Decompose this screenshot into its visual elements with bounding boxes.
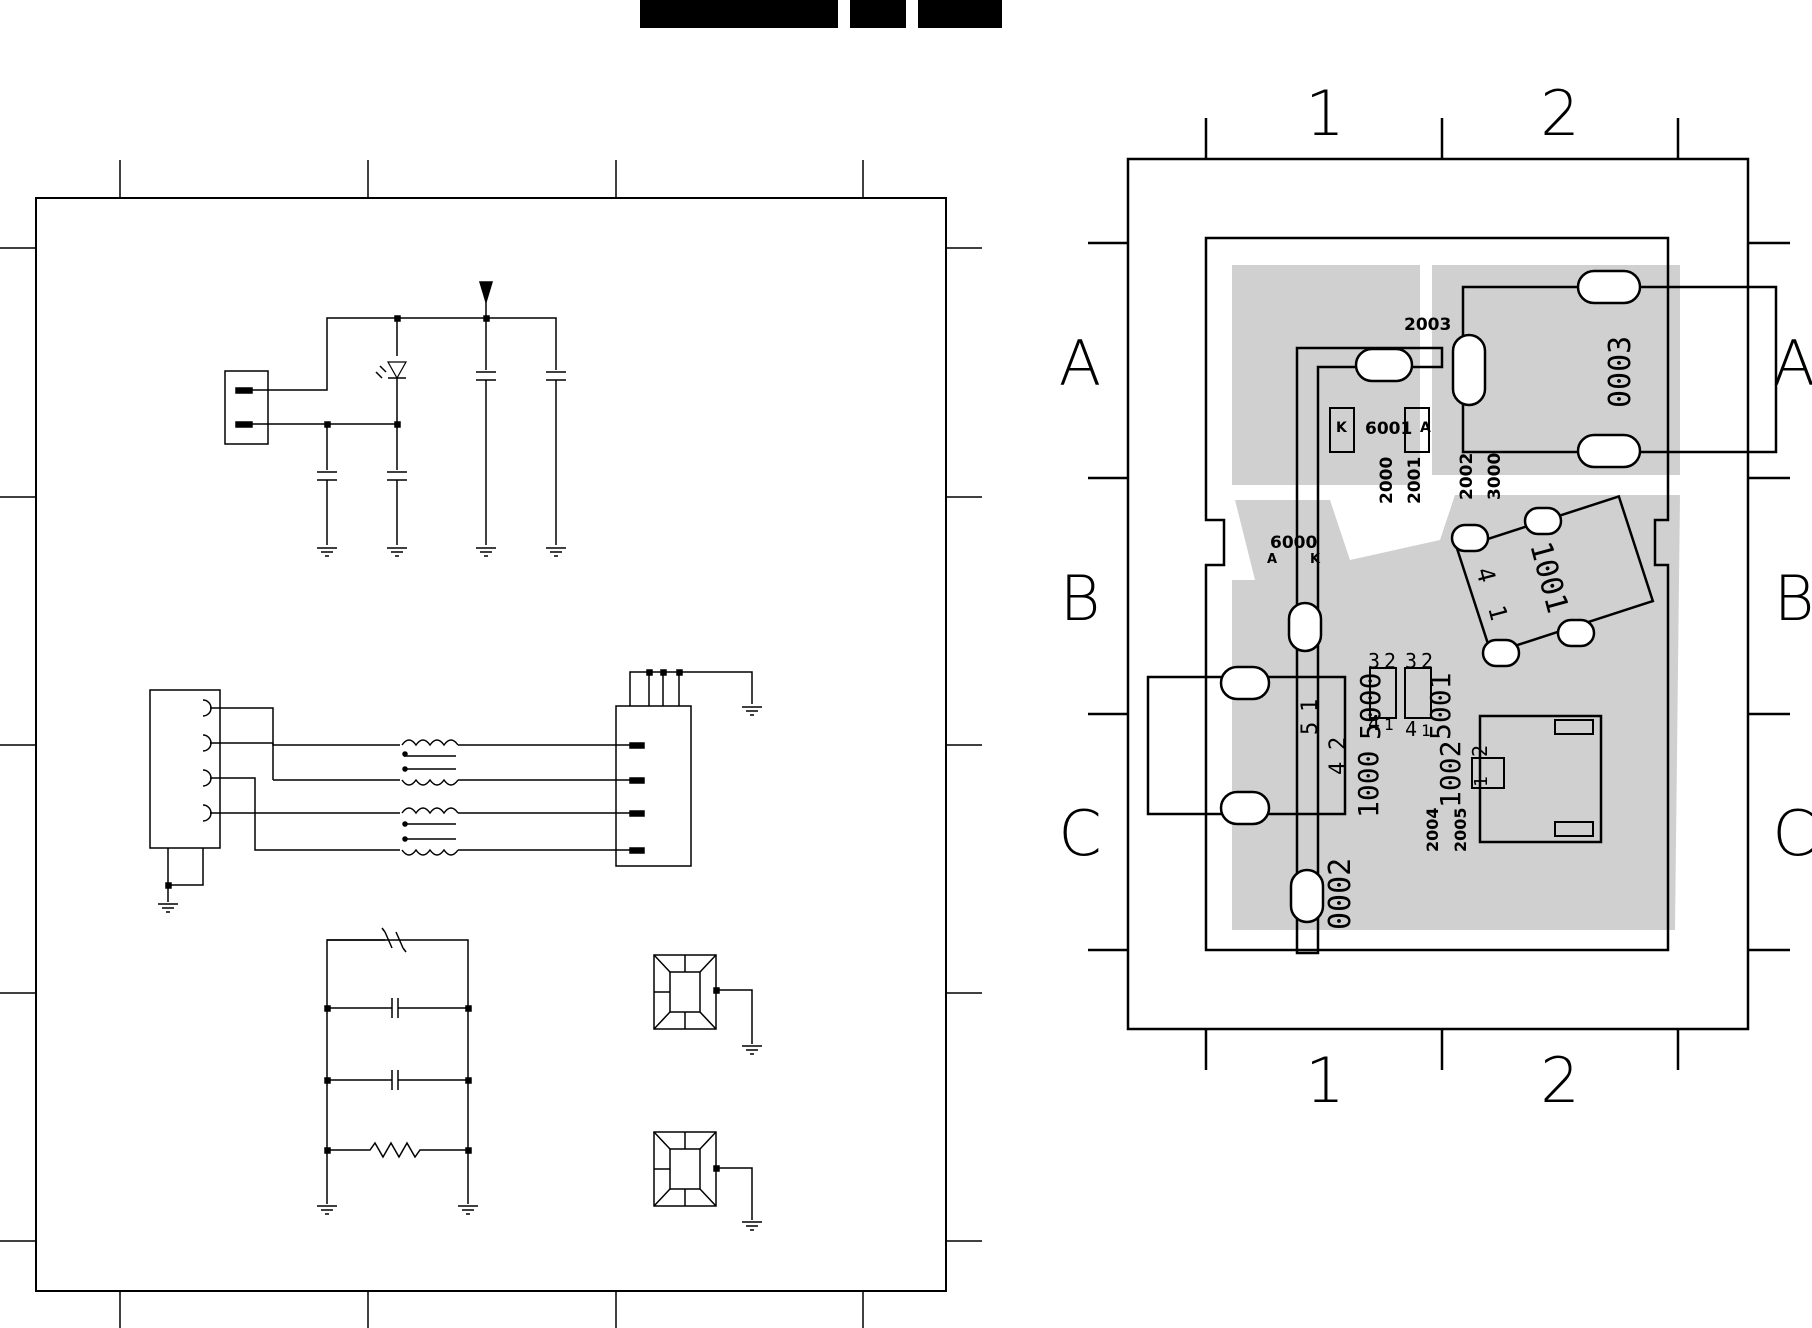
input-jack bbox=[149, 689, 221, 849]
outline-connector-1002 bbox=[1478, 714, 1603, 844]
pin-5001-4: 4 bbox=[1405, 717, 1417, 741]
pcb-pads bbox=[1219, 269, 1642, 924]
pcb-outer-frame bbox=[1126, 157, 1750, 1031]
grid-row-label-left-c: C bbox=[1058, 797, 1101, 870]
mounting-pad-1 bbox=[653, 954, 762, 1055]
label-0003: 0003 bbox=[1603, 336, 1638, 408]
pin-1001-1: 1 bbox=[1482, 602, 1513, 623]
pin-1000-5: 5 bbox=[1298, 722, 1323, 735]
pin-1002-2: 2 bbox=[1468, 745, 1492, 757]
label-2000: 2000 bbox=[1377, 457, 1397, 504]
mounting-pad-2 bbox=[653, 1131, 762, 1231]
ground-symbols bbox=[317, 547, 566, 557]
pin-1000-4: 4 bbox=[1326, 762, 1351, 775]
led-symbol bbox=[386, 361, 408, 380]
capacitor-symbols bbox=[317, 371, 566, 481]
pin-1000-2: 2 bbox=[1326, 737, 1351, 750]
header-bars bbox=[640, 0, 1002, 28]
schematic-frame-ticks bbox=[0, 160, 982, 1328]
grid-row-label-left-b: B bbox=[1060, 562, 1101, 635]
label-0002: 0002 bbox=[1323, 858, 1358, 930]
label-2001: 2001 bbox=[1405, 457, 1425, 504]
pin-1002-1: 1 bbox=[1471, 776, 1492, 787]
grid-col-label-bottom-2: 2 bbox=[1540, 1044, 1579, 1117]
label-6000: 6000 bbox=[1270, 533, 1317, 553]
pcb-frame-ticks bbox=[1088, 118, 1790, 1070]
pin-5000-4: 4 bbox=[1368, 711, 1380, 735]
pcb-pin-labels: A K K A 4 1 3 2 4 1 3 2 4 1 2 1 5 1 4 2 bbox=[1267, 420, 1513, 787]
pin-5001-1: 1 bbox=[1421, 721, 1431, 740]
pin-1001-4: 4 bbox=[1470, 564, 1501, 585]
label-3000: 3000 bbox=[1485, 453, 1505, 500]
label-2005: 2005 bbox=[1451, 807, 1470, 852]
supply-arrow-symbol bbox=[478, 281, 494, 305]
coil-symbol-bottom bbox=[401, 807, 459, 856]
output-connector bbox=[615, 705, 692, 867]
pcb-board-outline bbox=[1204, 236, 1670, 952]
pin-5000-2: 2 bbox=[1384, 649, 1396, 673]
pin-5001-3: 3 bbox=[1405, 649, 1417, 673]
outline-strip-0002 bbox=[1295, 346, 1444, 955]
pin-1000-1: 1 bbox=[1298, 699, 1323, 712]
pin-6001-a: A bbox=[1420, 420, 1431, 436]
grid-col-label-top-1: 1 bbox=[1305, 77, 1344, 150]
pin-6001-k: K bbox=[1336, 420, 1348, 436]
label-5001: 5001 bbox=[1424, 673, 1457, 740]
label-1000: 1000 bbox=[1352, 751, 1385, 818]
schematic-diagram bbox=[0, 160, 982, 1328]
pin-5001-2: 2 bbox=[1421, 649, 1433, 673]
power-led-circuit bbox=[224, 281, 566, 557]
grid-col-label-bottom-1: 1 bbox=[1305, 1044, 1344, 1117]
coil-symbol-top bbox=[401, 739, 459, 786]
power-connector bbox=[224, 370, 269, 445]
label-5000: 5000 bbox=[1354, 673, 1387, 740]
label-1002: 1002 bbox=[1434, 741, 1467, 808]
resistor-symbol bbox=[327, 1141, 468, 1159]
label-6001: 6001 bbox=[1365, 419, 1412, 439]
grid-row-label-right-b: B bbox=[1774, 562, 1812, 635]
label-2003: 2003 bbox=[1404, 315, 1451, 335]
pin-6000-a: A bbox=[1267, 552, 1277, 567]
grid-row-label-right-a: A bbox=[1773, 327, 1812, 400]
pin-5000-3: 3 bbox=[1368, 649, 1380, 673]
pin-5000-1: 1 bbox=[1384, 715, 1394, 734]
pcb-grid-labels: 1 2 1 2 A B C A B C bbox=[1058, 77, 1812, 1117]
line-filter-circuit bbox=[149, 669, 762, 913]
label-2004: 2004 bbox=[1423, 807, 1442, 852]
pcb-component-bodies bbox=[1329, 407, 1594, 837]
grid-row-label-right-c: C bbox=[1772, 797, 1812, 870]
pcb-layout: 1 2 1 2 A B C A B C bbox=[1058, 77, 1812, 1117]
grid-col-label-top-2: 2 bbox=[1540, 77, 1579, 150]
grid-row-label-left-a: A bbox=[1059, 327, 1101, 400]
label-2002: 2002 bbox=[1457, 453, 1477, 500]
pcb-component-labels: 2003 6001 2000 2001 2002 3000 6000 1001 … bbox=[1270, 315, 1638, 930]
protection-network-circuit bbox=[317, 927, 478, 1215]
pin-6000-k: K bbox=[1310, 552, 1321, 567]
